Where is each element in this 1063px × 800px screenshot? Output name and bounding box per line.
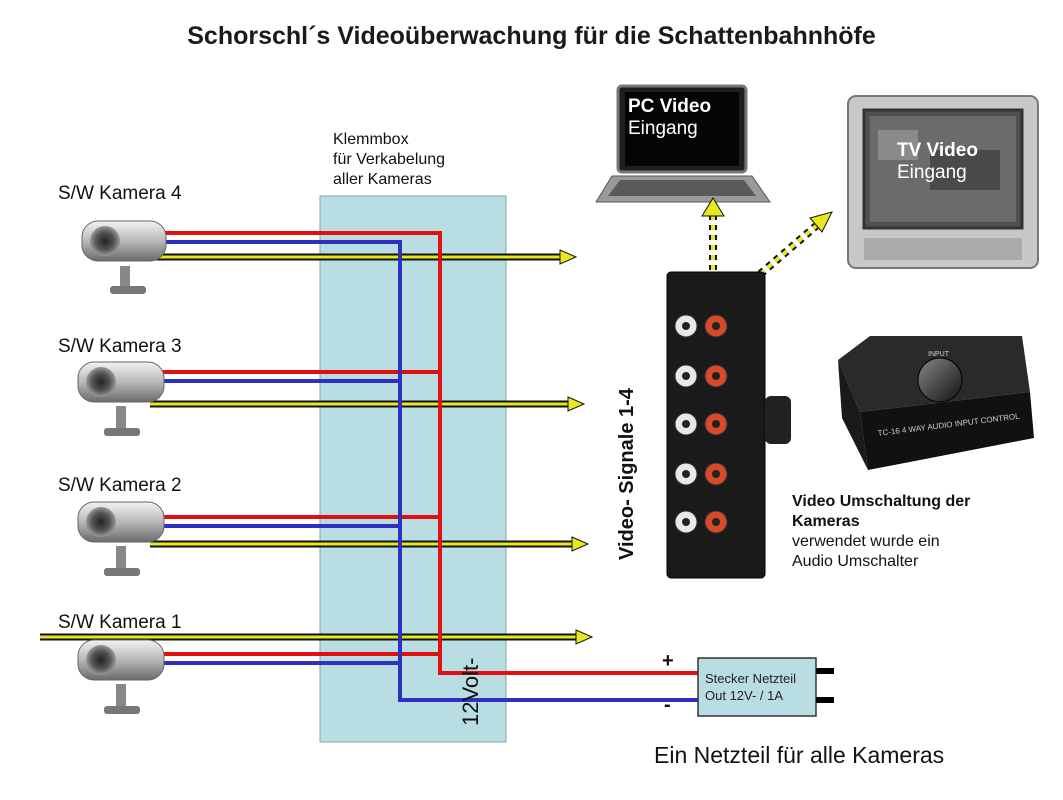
camera-3 [77,361,165,436]
psu-label-line2: Out 12V- / 1A [705,688,784,703]
klemmbox-label-line2: für Verkabelung [333,151,446,168]
footer-caption: Ein Netzteil für alle Kameras [654,742,945,768]
video-signals-label: Video- Signale 1-4 [616,388,638,560]
psu-label-line1: Stecker Netzteil [705,671,797,686]
tv-video-label: TV Video Eingang [897,140,978,184]
positive-wiring [160,231,700,675]
minus-sign: - [664,694,671,716]
tv-label-line1: TV Video [897,140,978,161]
camera-2 [77,501,165,576]
rca-ports [674,314,728,534]
video-line-cam2 [150,536,590,552]
video-line-cam4 [150,249,578,265]
tv-label-line2: Eingang [897,162,967,183]
camera-1-label: S/W Kamera 1 [58,612,182,633]
klemmbox [319,195,507,743]
switch-input-label: INPUT [928,351,950,358]
power-supply [697,657,834,717]
negative-wiring [160,240,700,702]
switch-description: Video Umschaltung der Kameras verwendet … [792,492,970,572]
audio-switch-photo: TC-16 4 WAY AUDIO INPUT CONTROL INPUT [838,336,1034,470]
psu-label: Stecker Netzteil Out 12V- / 1A [705,670,796,704]
video-lines [40,249,594,645]
voltage-label: 12Volt- [458,657,483,727]
diagram-title: Schorschl´s Videoüberwachung für die Sch… [187,22,876,50]
camera-2-label: S/W Kamera 2 [58,475,182,496]
klemmbox-label: Klemmbox für Verkabelung aller Kameras [333,130,445,190]
klemmbox-label-line3: aller Kameras [333,171,432,188]
laptop [595,84,771,203]
audio-switch-box [666,271,791,579]
klemmbox-label-line1: Klemmbox [333,131,409,148]
camera-3-label: S/W Kamera 3 [58,336,182,357]
pc-video-label: PC Video Eingang [628,96,711,140]
switch-title-line2: Kameras [792,513,860,530]
video-line-cam1 [40,629,594,645]
camera-4 [81,220,167,294]
video-line-cam3 [150,396,586,412]
camera-4-label: S/W Kamera 4 [58,183,182,204]
switch-note-line1: verwendet wurde ein [792,533,940,550]
switch-title-line1: Video Umschaltung der [792,493,971,510]
switch-note-line2: Audio Umschalter [792,553,919,570]
pc-label-line1: PC Video [628,96,712,117]
tv [847,95,1039,269]
pc-label-line2: Eingang [628,118,698,139]
camera-1 [77,639,165,714]
plus-sign: + [662,650,674,672]
